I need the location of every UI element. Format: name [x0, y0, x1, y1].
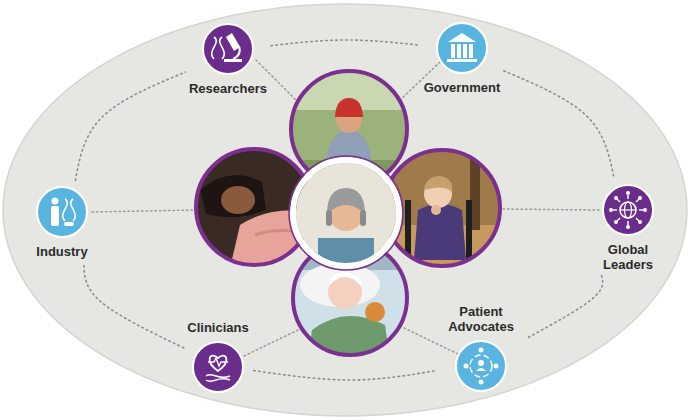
- photo-border: [293, 160, 399, 266]
- spoke-line: [500, 209, 599, 210]
- icon-slot: [600, 182, 656, 238]
- stakeholder-node: Patient Advocates: [438, 304, 524, 394]
- stakeholder-label: Clinicians: [187, 320, 248, 335]
- background-ellipse: [3, 4, 687, 416]
- dotted-connector: [84, 263, 184, 348]
- dotted-connector: [504, 71, 614, 179]
- government-icon: [437, 23, 487, 73]
- stakeholder-label: Industry: [36, 244, 87, 259]
- icon-slot: [34, 184, 90, 240]
- stakeholder-node: Global Leaders: [585, 182, 671, 272]
- industry-icon: [37, 187, 87, 237]
- stakeholder-label: Global Leaders: [585, 242, 671, 272]
- dotted-connector: [253, 370, 434, 380]
- dotted-connector: [271, 40, 420, 46]
- stakeholder-label: Patient Advocates: [438, 304, 524, 334]
- icon-slot: [434, 20, 490, 76]
- icon-slot: [453, 338, 509, 394]
- stakeholder-node: Government: [424, 20, 501, 95]
- stakeholder-label: Researchers: [189, 81, 267, 96]
- global-leaders-icon: [603, 185, 653, 235]
- stakeholder-node: Clinicians: [187, 320, 248, 395]
- patient-advocates-icon: [456, 341, 506, 391]
- spoke-line: [244, 330, 298, 356]
- stakeholder-node: Industry: [34, 184, 90, 259]
- spoke-line: [92, 210, 196, 212]
- dotted-connector: [75, 72, 185, 180]
- clinicians-icon: [193, 342, 243, 392]
- dotted-connector: [527, 276, 602, 338]
- icon-slot: [190, 339, 246, 395]
- photo-border: [289, 156, 403, 270]
- icon-slot: [200, 21, 256, 77]
- stakeholder-node: Researchers: [189, 21, 267, 96]
- stakeholder-label: Government: [424, 80, 501, 95]
- researchers-icon: [203, 24, 253, 74]
